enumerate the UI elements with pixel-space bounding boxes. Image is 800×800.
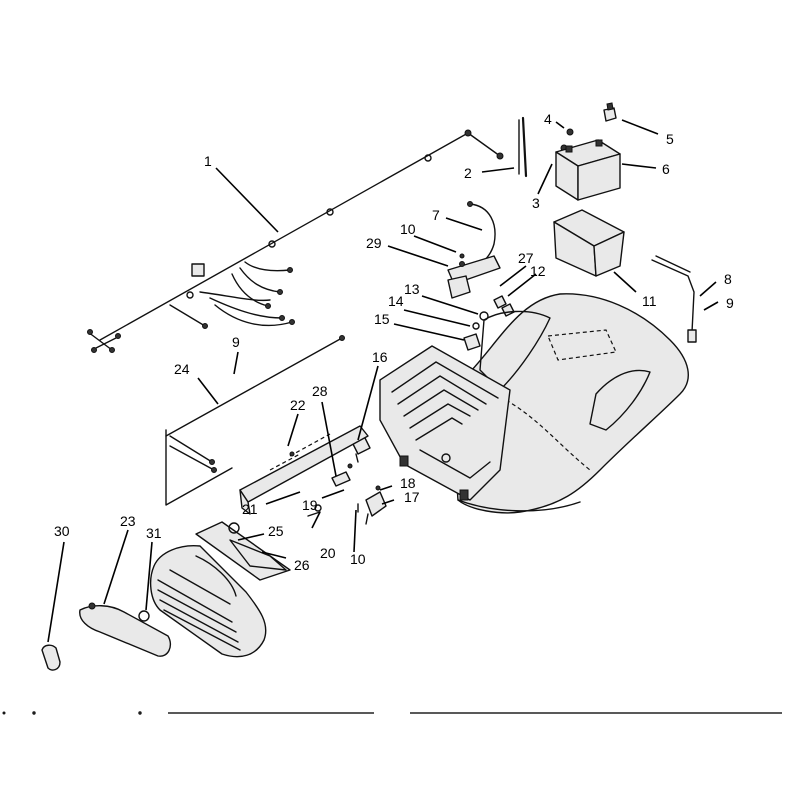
callout-11: 11 — [642, 293, 657, 309]
callout-28: 28 — [312, 383, 328, 399]
callout-24: 24 — [174, 361, 190, 377]
lower-hardware — [307, 463, 387, 525]
callout-1: 1 — [204, 153, 212, 169]
callout-19: 19 — [302, 497, 318, 513]
dash-console — [379, 345, 511, 501]
callout-4: 4 — [544, 111, 552, 127]
hood-support-rail — [239, 425, 369, 515]
battery — [555, 139, 621, 201]
callout-23: 23 — [120, 513, 136, 529]
emblem — [41, 644, 61, 671]
callout-22: 22 — [290, 397, 306, 413]
small-hardware — [463, 295, 515, 351]
callout-10-upper: 10 — [400, 221, 416, 237]
callout-15: 15 — [374, 311, 390, 327]
callout-16: 16 — [372, 349, 388, 365]
page-rules — [2, 711, 782, 715]
callout-26: 26 — [294, 557, 310, 573]
battery-rod — [518, 116, 528, 178]
callout-12: 12 — [530, 263, 546, 279]
grille — [149, 545, 267, 658]
callout-18: 18 — [400, 475, 416, 491]
wiring-harness — [87, 129, 504, 353]
fender-deck — [456, 293, 689, 514]
terminal-cover — [603, 102, 617, 122]
callout-25: 25 — [268, 523, 284, 539]
callout-5: 5 — [666, 131, 674, 147]
leader-lines — [47, 119, 719, 643]
callout-17: 17 — [404, 489, 420, 505]
callout-31: 31 — [146, 525, 162, 541]
callout-20: 20 — [320, 545, 336, 561]
callout-8: 8 — [724, 271, 732, 287]
ground-strap — [651, 255, 697, 343]
callout-13: 13 — [404, 281, 420, 297]
callout-21: 21 — [242, 501, 258, 517]
callout-labels: 1 2 3 4 5 6 7 8 9 9 10 10 11 12 13 14 15… — [54, 111, 734, 573]
mounting-bracket — [447, 253, 501, 299]
callout-30: 30 — [54, 523, 70, 539]
callout-29: 29 — [366, 235, 382, 251]
callout-7: 7 — [432, 207, 440, 223]
bumper-clip — [138, 610, 150, 622]
callout-9-right: 9 — [726, 295, 734, 311]
battery-tray — [553, 209, 625, 277]
callout-14: 14 — [388, 293, 404, 309]
callout-2: 2 — [464, 165, 472, 181]
bumper — [79, 602, 172, 657]
callout-10-lower: 10 — [350, 551, 366, 567]
headlight-wire-harness — [165, 335, 345, 506]
hood-panel — [195, 521, 291, 581]
callout-9-upper: 9 — [232, 334, 240, 350]
callout-27: 27 — [518, 250, 534, 266]
callout-3: 3 — [532, 195, 540, 211]
callout-6: 6 — [662, 161, 670, 177]
